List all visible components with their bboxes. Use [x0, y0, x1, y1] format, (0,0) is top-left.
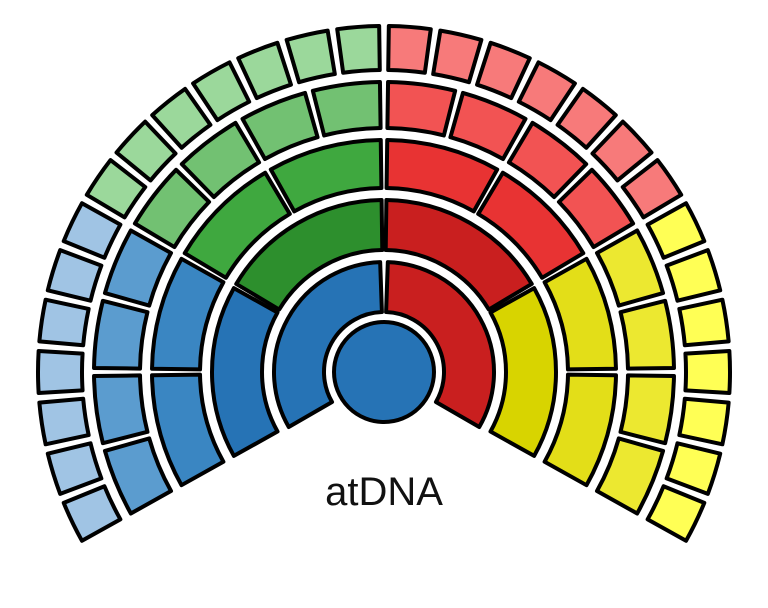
ring-5-green-6 [114, 119, 178, 183]
ring-4-yellow-1 [594, 436, 666, 516]
ring-5-yellow-3 [677, 396, 731, 447]
ring-5-yellow-2 [664, 441, 723, 496]
ring-5-yellow-7 [645, 201, 707, 260]
ring-5-red-2 [590, 119, 654, 183]
ring-5-blue-6 [45, 441, 104, 496]
ring-4-yellow-2 [618, 373, 676, 446]
ring-4-blue-2 [92, 298, 150, 371]
ring-5-blue-2 [45, 248, 104, 303]
ring-3-yellow-2 [542, 256, 618, 372]
ring-4-red-1 [556, 167, 636, 250]
ring-5-green-2 [284, 28, 337, 85]
ring-3-yellow-1 [542, 372, 618, 488]
ring-3-green-2 [182, 170, 292, 280]
ring-1-red [384, 260, 496, 429]
ring-5-red-7 [386, 24, 433, 75]
ring-5-green-4 [191, 60, 252, 123]
ring-1-blue [272, 260, 384, 429]
ring-2-blue-1 [210, 286, 280, 458]
ring-5-red-6 [431, 28, 484, 85]
ring-5-blue-3 [37, 297, 91, 348]
ring-4-blue-4 [102, 436, 174, 516]
ring-4-yellow-4 [594, 228, 666, 308]
ring-5-red-1 [620, 158, 684, 220]
ring-3-red-2 [384, 138, 500, 214]
ring-4-green-1 [310, 80, 383, 138]
ring-5-red-3 [555, 86, 618, 150]
ring-4-blue-1 [102, 228, 174, 308]
ring-2-red-1 [383, 198, 534, 312]
ring-4-green-3 [179, 120, 262, 200]
ring-4-yellow-3 [618, 298, 676, 371]
ring-4-green-2 [240, 90, 320, 162]
ring-5-blue-4 [36, 348, 85, 396]
ring-5-yellow-4 [683, 348, 732, 396]
ring-5-green-5 [150, 86, 213, 150]
ring-5-red-5 [475, 40, 532, 101]
ring-5-yellow-5 [677, 297, 731, 348]
ring-4-red-2 [506, 120, 589, 200]
ring-5-green-7 [84, 158, 148, 220]
ring-2-green-1 [234, 198, 385, 312]
ring-4-green-4 [132, 167, 212, 250]
ring-5-blue-7 [61, 484, 123, 543]
center-disc [332, 320, 436, 424]
ring-5-yellow-6 [664, 248, 723, 303]
ring-5-blue-1 [61, 201, 123, 260]
ring-3-green-1 [268, 138, 384, 214]
ring-5-green-1 [335, 24, 382, 75]
ring-5-green-3 [236, 40, 293, 101]
ring-3-blue-1 [150, 256, 226, 372]
ring-5-red-4 [516, 60, 577, 123]
ring-4-blue-3 [92, 373, 150, 446]
ring-3-blue-2 [150, 372, 226, 488]
ring-3-red-1 [476, 170, 586, 280]
diagram-label: atDNA [325, 470, 443, 514]
ring-4-red-3 [448, 90, 528, 162]
ring-2-yellow-1 [488, 286, 558, 458]
ring-5-yellow-1 [645, 484, 707, 543]
ring-4-red-4 [385, 80, 458, 138]
ring-5-blue-5 [37, 396, 91, 447]
